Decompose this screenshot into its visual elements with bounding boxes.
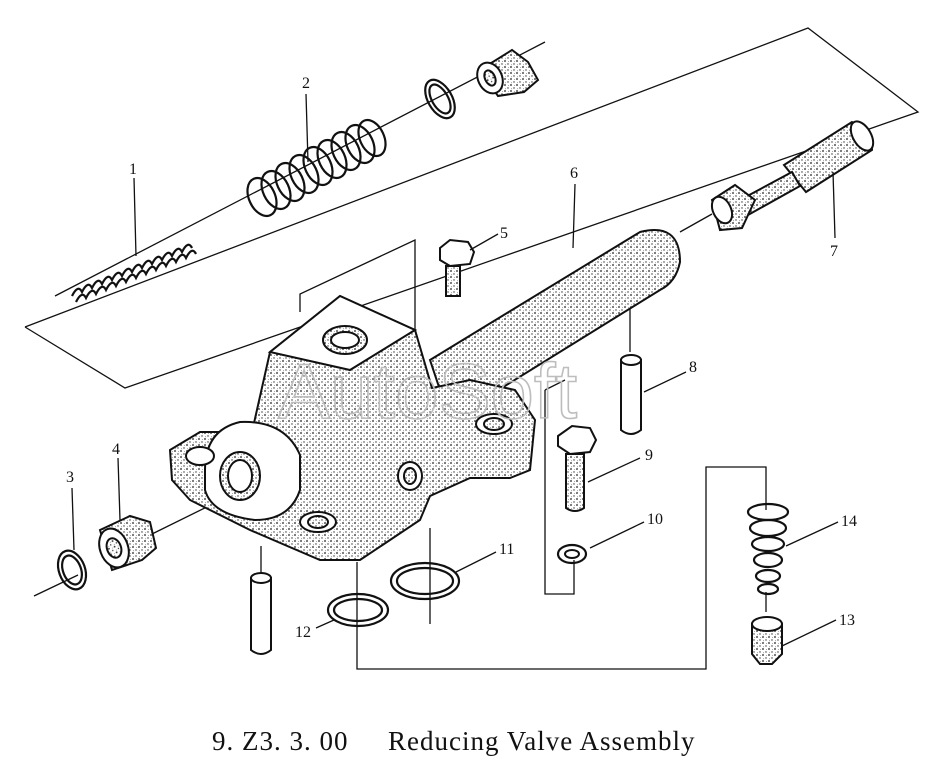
leader-lines xyxy=(71,93,839,647)
large-seal-ring xyxy=(389,561,461,601)
valve-body xyxy=(168,229,682,561)
lock-washer xyxy=(556,543,588,565)
lower-bolt xyxy=(557,424,598,512)
watermark: AutoSoft xyxy=(278,347,578,435)
upper-axis-frame xyxy=(24,27,920,389)
lower-routing-lines xyxy=(33,305,767,670)
callout-11: 11 xyxy=(499,541,514,558)
lower-o-ring xyxy=(56,549,88,591)
conical-spring xyxy=(746,502,790,596)
large-spring xyxy=(246,118,387,218)
callout-7: 7 xyxy=(830,243,838,260)
upper-pin xyxy=(620,354,642,435)
callout-4: 4 xyxy=(112,441,120,458)
valve-seat xyxy=(751,616,783,665)
upper-plug xyxy=(476,48,540,98)
callout-8: 8 xyxy=(689,359,697,376)
small-spring xyxy=(71,243,197,303)
small-seal-ring xyxy=(326,592,390,628)
callout-14: 14 xyxy=(841,513,857,530)
upper-o-ring xyxy=(424,78,456,120)
callout-10: 10 xyxy=(647,511,663,528)
callout-13: 13 xyxy=(839,612,855,629)
callout-6: 6 xyxy=(570,165,578,182)
callout-5: 5 xyxy=(500,225,508,242)
callout-3: 3 xyxy=(66,469,74,486)
caption-title: Reducing Valve Assembly xyxy=(388,726,695,756)
callout-2: 2 xyxy=(302,75,310,92)
upper-bolt xyxy=(439,238,476,297)
lower-pin xyxy=(250,572,272,655)
caption-code: 9. Z3. 3. 00 xyxy=(212,726,349,756)
callout-12: 12 xyxy=(295,624,311,641)
callout-1: 1 xyxy=(129,161,137,178)
callout-9: 9 xyxy=(645,447,653,464)
lower-plug xyxy=(98,514,158,572)
figure-caption: 9. Z3. 3. 00 Reducing Valve Assembly xyxy=(212,726,695,756)
callout-labels: 1 2 3 4 5 6 7 8 9 10 11 12 13 14 xyxy=(66,75,857,641)
piston-rod xyxy=(710,120,875,232)
